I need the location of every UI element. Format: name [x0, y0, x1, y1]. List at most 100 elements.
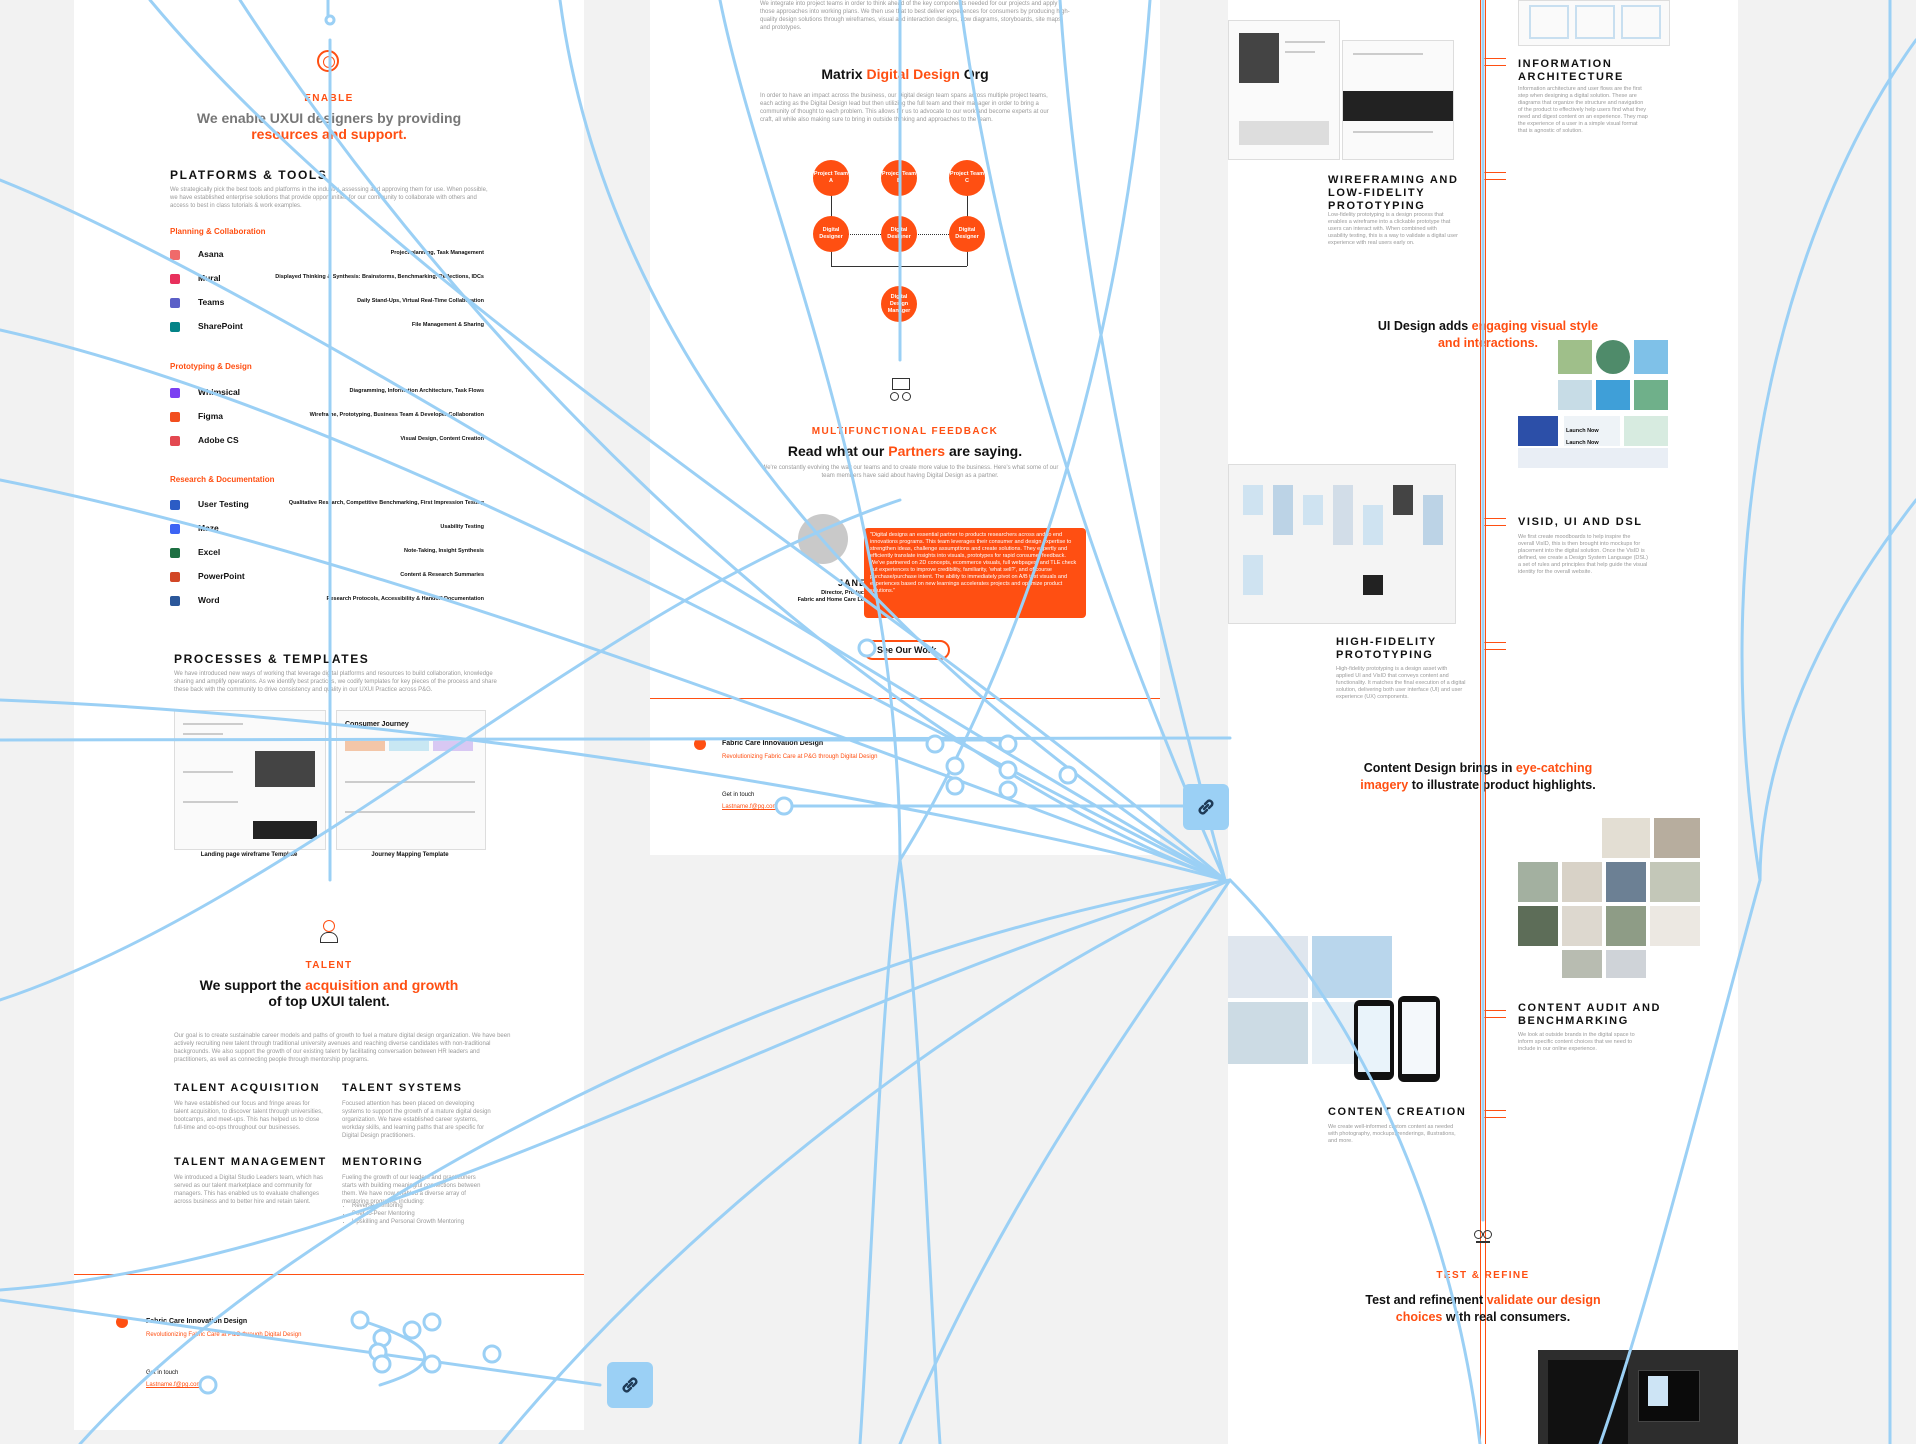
tool-name: Figma — [198, 411, 224, 421]
tool-logo-icon — [170, 436, 180, 446]
tool-name: Whimsical — [198, 387, 241, 397]
test-device-screenshot[interactable] — [1538, 1350, 1738, 1444]
footer-divider — [650, 698, 1160, 699]
node-project-team-b: Project Team B — [881, 160, 917, 196]
launch-now-label: Launch Now — [1566, 428, 1599, 434]
content-audit-mosaic[interactable] — [1518, 818, 1704, 980]
avatar — [798, 514, 848, 564]
tool-row: PowerPoint Content & Research Summaries — [170, 570, 484, 588]
talent-management-desc: We introduced a Digital Studio Leaders t… — [174, 1175, 323, 1205]
tool-name: Excel — [198, 547, 221, 557]
footer-brand: Fabric Care Innovation Design — [722, 740, 824, 747]
tool-row: SharePoint File Management & Sharing — [170, 320, 484, 338]
category-planning: Planning & Collaboration — [170, 227, 266, 236]
journey-template-title: Consumer Journey — [345, 721, 409, 728]
tool-use-desc: Content & Research Summaries — [400, 572, 484, 578]
test-headline: Test and refinement validate our design … — [1365, 1293, 1601, 1324]
visid-moodboard[interactable] — [1518, 340, 1698, 472]
tool-use-desc: Project planning, Task Management — [390, 250, 484, 256]
tool-row: Figma Wireframe, Prototyping, Business Te… — [170, 410, 484, 428]
tool-logo-icon — [170, 596, 180, 606]
feedback-headline: Read what our Partners are saying. — [787, 443, 1023, 459]
tool-logo-icon — [170, 250, 180, 260]
tool-name: Maze — [198, 523, 219, 533]
timeline-marker — [1484, 1110, 1506, 1118]
content-creation-desc: We create well-informed custom content a… — [1328, 1124, 1456, 1144]
feedback-desc: We're constantly evolving the way our te… — [761, 465, 1059, 479]
talent-acquisition-title: TALENT ACQUISITION — [174, 1082, 321, 1094]
hifi-desc: High-fidelity prototyping is a design as… — [1336, 666, 1466, 700]
tool-logo-icon — [170, 524, 180, 534]
tool-use-desc: Note-Taking, Insight Synthesis — [404, 548, 484, 554]
wireframing-desc: Low-fidelity prototyping is a design pro… — [1328, 212, 1458, 246]
footer-get-in-touch: Get in touch — [722, 792, 755, 798]
tool-name: Teams — [198, 297, 225, 307]
footer-tagline: Revolutionizing Fabric Care at P&G throu… — [722, 754, 878, 760]
content-creation-mosaic[interactable] — [1228, 936, 1448, 1096]
tool-use-desc: Research Protocols, Accessibility & Hand… — [326, 596, 485, 602]
tool-use-desc: Visual Design, Content Creation — [400, 436, 484, 442]
tool-row: Asana Project planning, Task Management — [170, 248, 484, 266]
timeline-line — [1480, 0, 1486, 1444]
talent-acquisition-desc: We have established our focus and fringe… — [174, 1101, 323, 1131]
tool-logo-icon — [170, 548, 180, 558]
platforms-desc: We strategically pick the best tools and… — [170, 187, 488, 209]
footer-tagline: Revolutionizing Fabric Care at P&G throu… — [146, 1332, 302, 1338]
tool-name: Asana — [198, 249, 224, 259]
hifi-prototype-thumb[interactable] — [1228, 464, 1456, 624]
talent-desc: Our goal is to create sustainable career… — [174, 1033, 511, 1063]
tool-use-desc: Wireframe, Prototyping, Business Team & … — [309, 412, 484, 418]
tool-name: Mural — [198, 273, 221, 283]
info-arch-thumb[interactable] — [1518, 0, 1670, 46]
talent-eyebrow: TALENT — [305, 960, 353, 971]
link-icon[interactable] — [1183, 784, 1229, 830]
mentoring-list-item: Peer-to-Peer Mentoring — [352, 1210, 502, 1218]
brand-logo-icon — [116, 1316, 128, 1328]
tool-logo-icon — [170, 274, 180, 284]
footer-email-link[interactable]: Lastname.f@pg.com — [722, 804, 778, 810]
frame-digital-design-org[interactable]: We integrate into project teams in order… — [650, 0, 1160, 855]
tool-use-desc: Usability Testing — [440, 524, 484, 530]
frame-enable-talent[interactable]: ENABLE We enable UXUI designers by provi… — [74, 0, 584, 1430]
hifi-title: HIGH-FIDELITY PROTOTYPING — [1336, 636, 1437, 661]
tool-row: Whimsical Diagramming, Information Archit… — [170, 386, 484, 404]
frame-design-process[interactable]: WIREFRAMING AND LOW-FIDELITY PROTOTYPING… — [1228, 0, 1738, 1444]
feedback-eyebrow: MULTIFUNCTIONAL FEEDBACK — [811, 426, 999, 437]
feedback-icon — [888, 378, 912, 404]
tool-name: PowerPoint — [198, 571, 245, 581]
processes-title: PROCESSES & TEMPLATES — [174, 652, 370, 666]
wireframe-thumb-a[interactable] — [1228, 20, 1340, 160]
journey-mapping-template-thumb[interactable]: Consumer Journey — [336, 710, 486, 850]
brand-logo-icon — [694, 738, 706, 750]
timeline-marker — [1484, 642, 1506, 650]
node-digital-designer-a: Digital Designer — [813, 216, 849, 252]
tool-use-desc: File Management & Sharing — [411, 322, 484, 328]
landing-page-template-thumb[interactable] — [174, 710, 326, 850]
landing-template-label: Landing page wireframe Template — [200, 852, 298, 858]
enable-eyebrow: ENABLE — [304, 93, 354, 104]
content-audit-title: CONTENT AUDIT AND BENCHMARKING — [1518, 1002, 1662, 1027]
talent-management-title: TALENT MANAGEMENT — [174, 1156, 327, 1168]
tool-use-desc: Daily Stand-Ups, Virtual Real-Time Colla… — [357, 298, 484, 304]
tool-name: Word — [198, 595, 220, 605]
link-icon[interactable] — [607, 1362, 653, 1408]
info-arch-desc: Information architecture and user flows … — [1518, 86, 1648, 134]
tool-name: SharePoint — [198, 321, 243, 331]
see-our-work-button[interactable]: See Our Work — [863, 640, 951, 660]
tool-logo-icon — [170, 388, 180, 398]
talent-headline: We support the acquisition and growth of… — [199, 977, 459, 1009]
footer-email-link[interactable]: Lastname.f@pg.com — [146, 1382, 202, 1388]
journey-template-label: Journey Mapping Template — [371, 852, 449, 858]
test-icon — [1474, 1230, 1492, 1248]
launch-now-label: Launch Now — [1566, 440, 1599, 446]
wireframe-thumb-b[interactable] — [1342, 40, 1454, 160]
talent-icon — [319, 920, 338, 943]
info-arch-title: INFORMATION ARCHITECTURE — [1518, 58, 1624, 83]
footer-divider — [74, 1274, 584, 1275]
footer-get-in-touch: Get in touch — [146, 1370, 179, 1376]
testimonial-quote: "Digital designs an essential partner to… — [864, 528, 1086, 618]
tool-use-desc: Diagramming, Information Architecture, T… — [349, 388, 484, 394]
content-audit-desc: We look at outside brands in the digital… — [1518, 1032, 1635, 1052]
content-creation-title: CONTENT CREATION — [1328, 1106, 1467, 1118]
